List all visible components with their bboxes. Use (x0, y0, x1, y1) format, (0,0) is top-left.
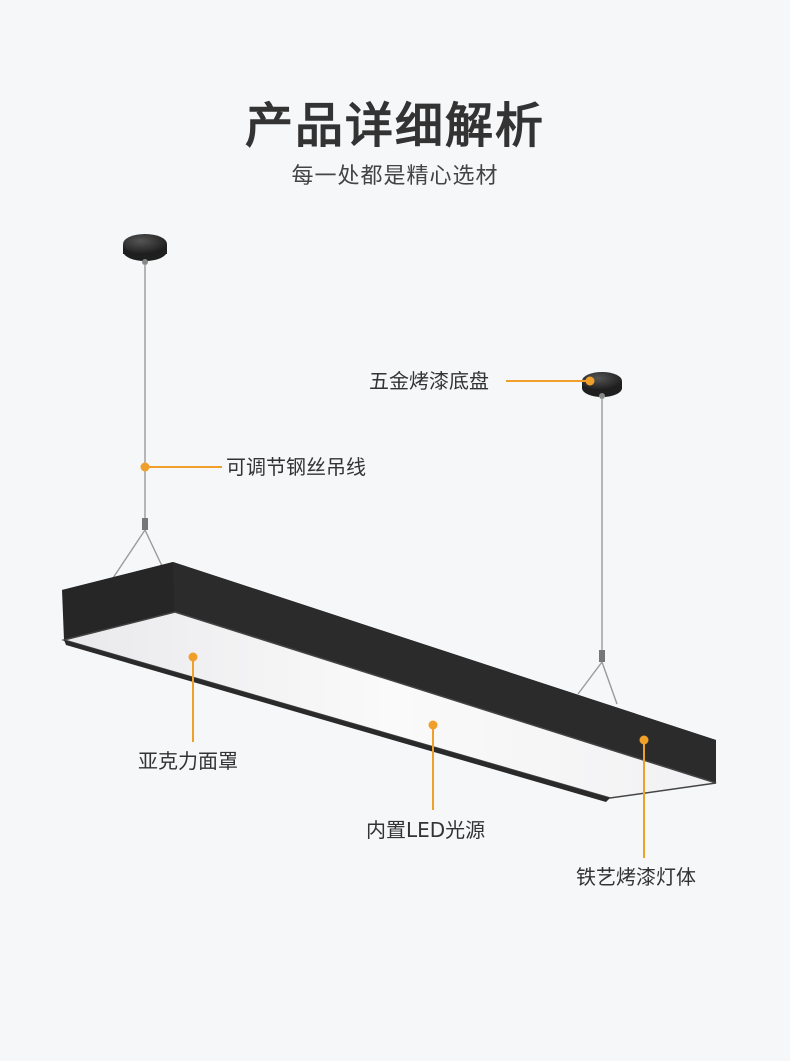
lamp-body (61, 562, 717, 802)
callout-dots (140, 376, 649, 745)
callout-lines (145, 380, 645, 858)
callout-iron-body: 铁艺烤漆灯体 (576, 865, 696, 889)
acrylic-diffuser (61, 611, 717, 799)
callout-hardware-base: 五金烤漆底盘 (369, 369, 489, 393)
callout-acrylic-cover: 亚克力面罩 (138, 749, 238, 773)
left-canopy (123, 234, 167, 265)
callout-led-source: 内置LED光源 (366, 818, 486, 842)
suspension-wires (112, 264, 618, 705)
page-subtitle: 每一处都是精心选材 (291, 164, 499, 189)
right-canopy (582, 372, 622, 399)
page-title: 产品详细解析 (244, 98, 545, 154)
callout-steel-wire: 可调节钢丝吊线 (226, 455, 366, 479)
